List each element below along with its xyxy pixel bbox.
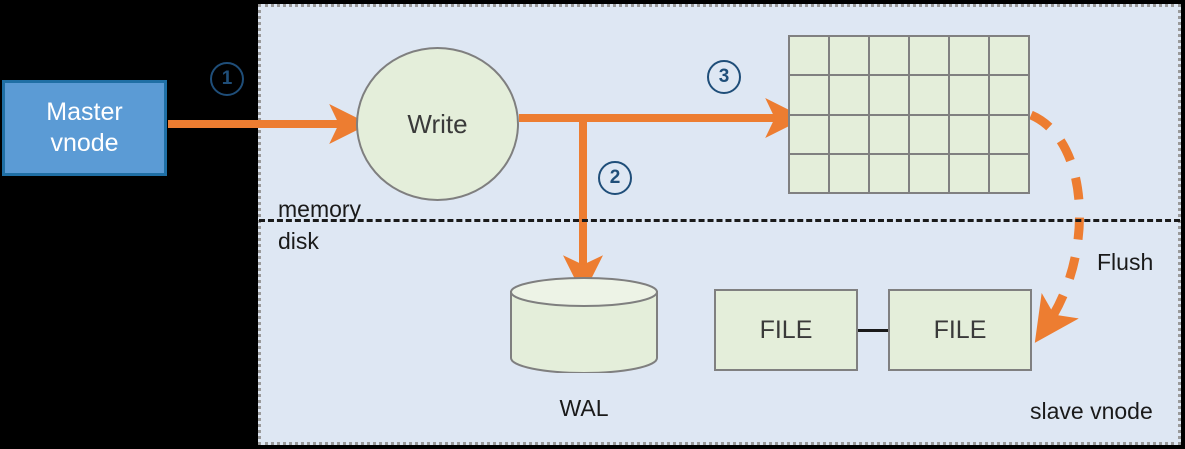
disk-tier-label: disk [278,228,319,254]
grid-cell [990,154,1028,192]
file-box-1[interactable]: FILE [714,289,858,371]
grid-cell [870,154,908,192]
grid-cell [830,37,868,75]
step-badge-1: 1 [210,62,244,96]
grid-cell [910,154,948,192]
file-box-1-label: FILE [759,315,813,344]
step-badge-3-label: 3 [718,66,730,87]
step-badge-2-label: 2 [609,167,621,188]
master-vnode-line2: vnode [50,129,119,157]
wal-cylinder[interactable] [510,277,658,373]
grid-cell [910,76,948,114]
memory-tier-label: memory [278,196,362,222]
grid-cell [870,76,908,114]
grid-cell [870,37,908,75]
grid-cell [950,154,988,192]
step-badge-1-label: 1 [221,68,233,89]
grid-cell [830,154,868,192]
grid-cell [990,115,1028,153]
memory-disk-divider [259,219,1180,222]
grid-cell [990,76,1028,114]
grid-cell [790,154,828,192]
grid-cell [830,115,868,153]
flush-label: Flush [1097,249,1154,275]
grid-cell [950,37,988,75]
master-vnode-line1: Master [46,97,123,126]
grid-cell [950,115,988,153]
grid-cell [990,37,1028,75]
wal-label: WAL [559,395,609,421]
step-badge-3: 3 [707,60,741,94]
step-badge-2: 2 [598,161,632,195]
master-vnode-box[interactable]: Master vnode [2,80,167,176]
grid-cell [910,37,948,75]
grid-cell [790,115,828,153]
memory-grid[interactable] [788,35,1030,194]
grid-cell [870,115,908,153]
write-node[interactable]: Write [356,47,519,201]
grid-cell [910,115,948,153]
file-connector-line [858,329,888,332]
grid-cell [830,76,868,114]
file-box-2-label: FILE [933,315,987,344]
slave-vnode-label: slave vnode [1030,398,1153,424]
grid-cell [950,76,988,114]
grid-cell [790,76,828,114]
grid-cell [790,37,828,75]
file-box-2[interactable]: FILE [888,289,1032,371]
write-node-label: Write [407,108,468,139]
